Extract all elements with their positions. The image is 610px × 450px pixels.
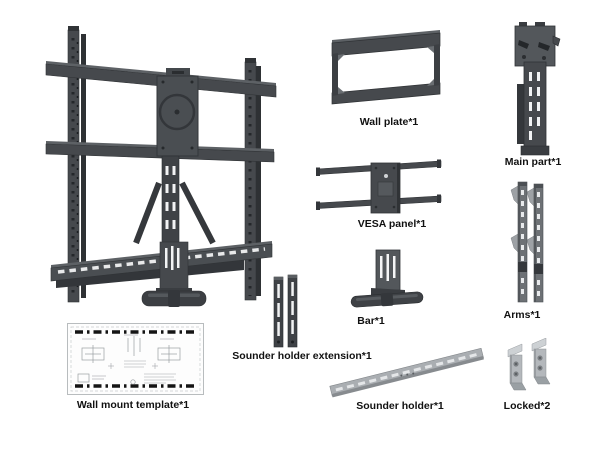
bar-illustration — [350, 249, 424, 308]
main-part-illustration — [514, 22, 561, 156]
sounder-holder-extension-illustration — [273, 274, 298, 348]
locked-figure — [497, 338, 561, 398]
sounder-holder-extension-figure — [266, 266, 304, 350]
wall-plate-illustration — [331, 30, 441, 105]
sounder-holder-illustration — [329, 348, 484, 398]
bar-figure — [343, 243, 438, 313]
main-part-figure — [505, 22, 565, 158]
arms-illustration — [510, 181, 544, 303]
wall-plate-label: Wall plate*1 — [359, 116, 419, 128]
arms-figure — [501, 176, 549, 308]
main-assembly-illustration — [45, 26, 277, 307]
wall-mount-template-figure — [66, 322, 206, 398]
wall-plate-figure — [325, 26, 447, 111]
vesa-panel-label: VESA panel*1 — [357, 218, 427, 230]
sounder-holder-extension-label: Sounder holder extension*1 — [232, 350, 372, 362]
locked-label: Locked*2 — [503, 400, 551, 412]
wall-mount-template-label: Wall mount template*1 — [76, 399, 190, 411]
main-part-label: Main part*1 — [504, 156, 562, 168]
arms-label: Arms*1 — [503, 309, 541, 321]
vesa-panel-illustration — [316, 159, 442, 214]
wall-mount-template-illustration — [67, 323, 204, 395]
main-assembly-figure — [28, 8, 298, 313]
sounder-holder-figure — [326, 348, 491, 400]
sounder-holder-label: Sounder holder*1 — [356, 400, 444, 412]
locked-illustration — [507, 338, 551, 391]
vesa-panel-figure — [306, 152, 446, 218]
bar-label: Bar*1 — [357, 315, 385, 327]
